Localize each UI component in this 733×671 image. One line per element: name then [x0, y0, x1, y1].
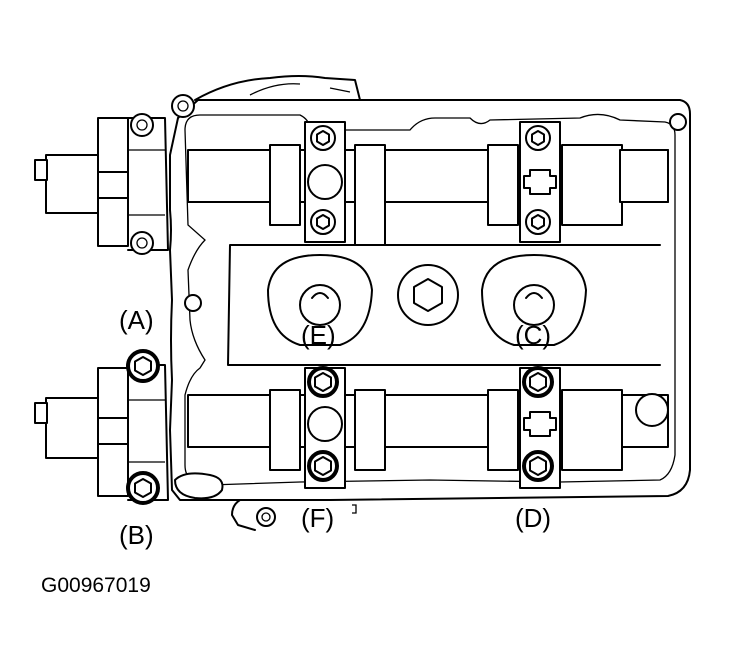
upper-camshaft [187, 121, 669, 246]
perimeter-bolts [130, 94, 687, 527]
label-c: (C) [515, 320, 552, 350]
label-d: (D) [515, 503, 552, 533]
upper-housing-fragment [194, 75, 361, 101]
bolt-c [522, 366, 554, 398]
bolt-f [307, 450, 339, 482]
bolt-d [522, 450, 554, 482]
label-b: (B) [119, 520, 154, 550]
center-section [227, 244, 661, 366]
upper-cap-bolts [310, 125, 551, 235]
left-actuator-upper [34, 117, 169, 251]
bolt-e [307, 366, 339, 398]
bolt-b [126, 471, 160, 505]
label-e: (E) [301, 320, 336, 350]
label-a: (A) [119, 305, 154, 335]
bolt-a [126, 349, 160, 383]
small-bracket-mark [352, 504, 357, 514]
left-actuator-lower [34, 364, 169, 501]
label-f: (F) [301, 503, 335, 533]
figure-id: G00967019 [41, 574, 151, 597]
lower-camshaft [187, 367, 669, 489]
